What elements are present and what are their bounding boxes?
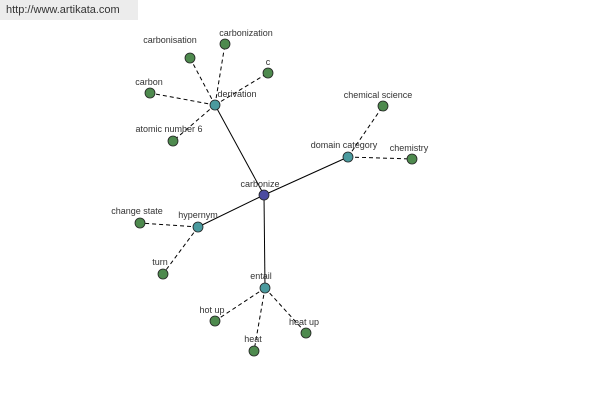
graph-nodes [134,38,418,357]
edge-hypernym-turn [162,226,199,275]
node-atomic-number-6[interactable] [167,135,179,147]
edge-domain-chemical-science [347,105,384,158]
edge-root-derivation [214,104,265,196]
node-turn[interactable] [157,268,169,280]
edge-entail-heat [253,287,266,352]
edge-hypernym-change-state [139,222,199,228]
node-c[interactable] [262,67,274,79]
label-turn: turn [152,257,168,267]
node-entail[interactable] [259,282,271,294]
label-hypernym: hypernym [178,210,218,220]
label-root: carbonize [240,179,279,189]
node-root[interactable] [258,189,270,201]
node-carbon[interactable] [144,87,156,99]
graph-edges [139,43,413,352]
node-heat[interactable] [248,345,260,357]
node-heat-up[interactable] [300,327,312,339]
node-domain-category[interactable] [342,151,354,163]
node-chemistry[interactable] [406,153,418,165]
label-entail: entail [250,271,272,281]
label-heat-up: heat up [289,317,319,327]
edge-derivation-carbonisation [189,57,216,106]
edge-derivation-carbon [149,92,216,106]
edge-derivation-c [214,72,269,106]
node-carbonisation[interactable] [184,52,196,64]
edge-derivation-carbonization [214,43,226,106]
label-derivation: derivation [217,89,256,99]
edge-root-hypernym [197,194,265,228]
node-hot-up[interactable] [209,315,221,327]
label-heat: heat [244,334,262,344]
node-change-state[interactable] [134,217,146,229]
label-chemistry: chemistry [390,143,429,153]
site-watermark: http://www.artikata.com [0,0,138,20]
node-chemical-science[interactable] [377,100,389,112]
node-carbonization[interactable] [219,38,231,50]
edge-root-domain-category [263,156,349,196]
label-chemical-science: chemical science [344,90,413,100]
label-carbon: carbon [135,77,163,87]
edge-domain-chemistry [347,156,413,160]
graph-labels: carbonize derivation carbonisation carbo… [111,28,429,344]
label-c: c [266,57,271,67]
label-carbonisation: carbonisation [143,35,197,45]
label-atomic-number-6: atomic number 6 [135,124,202,134]
edge-root-entail [263,194,266,289]
label-carbonization: carbonization [219,28,273,38]
node-hypernym[interactable] [192,221,204,233]
edge-entail-heat-up [264,287,307,334]
node-derivation[interactable] [209,99,221,111]
label-change-state: change state [111,206,163,216]
edge-derivation-atomic-number-6 [172,104,216,142]
label-hot-up: hot up [199,305,224,315]
label-domain-category: domain category [311,140,378,150]
edge-entail-hot-up [214,287,266,322]
